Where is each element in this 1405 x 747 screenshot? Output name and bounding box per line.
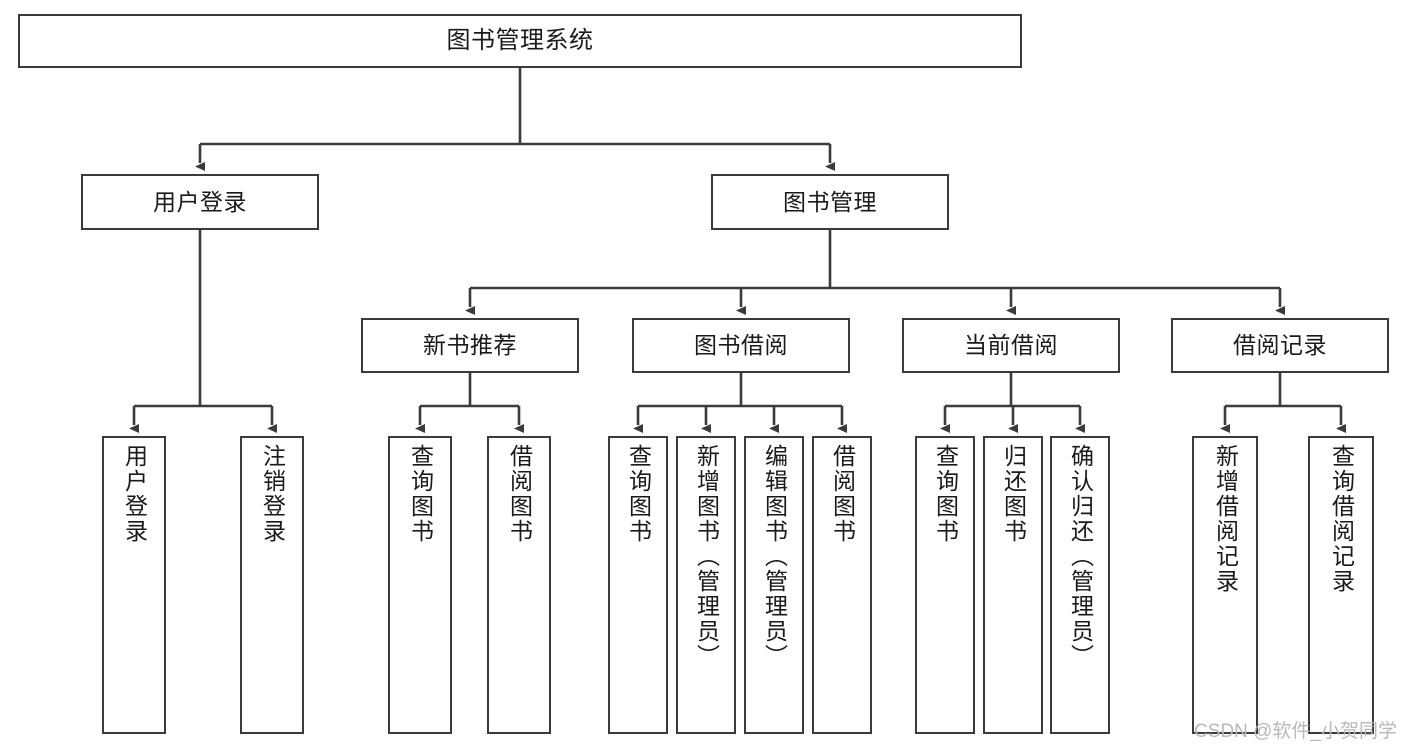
node-label-book-manage: 图书管理 (783, 188, 877, 215)
watermark: CSDN @软件_小贺同学 (1194, 721, 1397, 742)
node-label-leaf-query-borrow-record: 查询借阅记录 (1328, 444, 1355, 594)
edge-group (129, 68, 1346, 433)
node-leaf-add-borrow-record[interactable]: 新增借阅记录 (1192, 436, 1258, 734)
node-current-borrow[interactable]: 当前借阅 (902, 318, 1120, 373)
node-borrow-record[interactable]: 借阅记录 (1171, 318, 1389, 373)
node-book-manage[interactable]: 图书管理 (711, 174, 949, 230)
node-new-book-rec[interactable]: 新书推荐 (361, 318, 579, 373)
node-leaf-query-book-2[interactable]: 查询图书 (608, 436, 668, 734)
node-label-leaf-logout: 注销登录 (259, 444, 286, 544)
node-label-leaf-query-book-2: 查询图书 (625, 444, 652, 544)
node-label-leaf-return-book: 归还图书 (1000, 444, 1027, 544)
node-leaf-query-borrow-record[interactable]: 查询借阅记录 (1308, 436, 1374, 734)
node-leaf-borrow-book-2[interactable]: 借阅图书 (812, 436, 872, 734)
node-label-leaf-user-login: 用户登录 (121, 444, 148, 544)
node-leaf-borrow-book-1[interactable]: 借阅图书 (487, 436, 551, 734)
node-label-leaf-edit-book-admin: 编辑图书（管理员） (761, 444, 788, 669)
node-label-root: 图书管理系统 (446, 27, 594, 55)
node-leaf-user-login[interactable]: 用户登录 (102, 436, 166, 734)
node-label-leaf-borrow-book-1: 借阅图书 (506, 444, 533, 544)
node-label-borrow-record: 借阅记录 (1233, 332, 1327, 359)
node-label-leaf-confirm-return-admin: 确认归还（管理员） (1067, 444, 1094, 669)
node-label-leaf-borrow-book-2: 借阅图书 (829, 444, 856, 544)
node-root[interactable]: 图书管理系统 (18, 14, 1022, 68)
node-leaf-query-book-3[interactable]: 查询图书 (915, 436, 975, 734)
node-label-current-borrow: 当前借阅 (964, 332, 1058, 359)
node-label-leaf-query-book-3: 查询图书 (932, 444, 959, 544)
node-leaf-edit-book-admin[interactable]: 编辑图书（管理员） (744, 436, 804, 734)
node-label-book-borrow: 图书借阅 (694, 332, 788, 359)
node-label-user-login: 用户登录 (153, 188, 247, 215)
node-leaf-add-book-admin[interactable]: 新增图书（管理员） (676, 436, 736, 734)
node-leaf-return-book[interactable]: 归还图书 (983, 436, 1043, 734)
node-leaf-query-book-1[interactable]: 查询图书 (388, 436, 452, 734)
node-label-new-book-rec: 新书推荐 (423, 332, 517, 359)
node-leaf-confirm-return-admin[interactable]: 确认归还（管理员） (1050, 436, 1110, 734)
node-user-login[interactable]: 用户登录 (81, 174, 319, 230)
node-label-leaf-add-borrow-record: 新增借阅记录 (1212, 444, 1239, 594)
node-book-borrow[interactable]: 图书借阅 (632, 318, 850, 373)
node-leaf-logout[interactable]: 注销登录 (240, 436, 304, 734)
node-label-leaf-query-book-1: 查询图书 (407, 444, 434, 544)
node-label-leaf-add-book-admin: 新增图书（管理员） (693, 444, 720, 669)
